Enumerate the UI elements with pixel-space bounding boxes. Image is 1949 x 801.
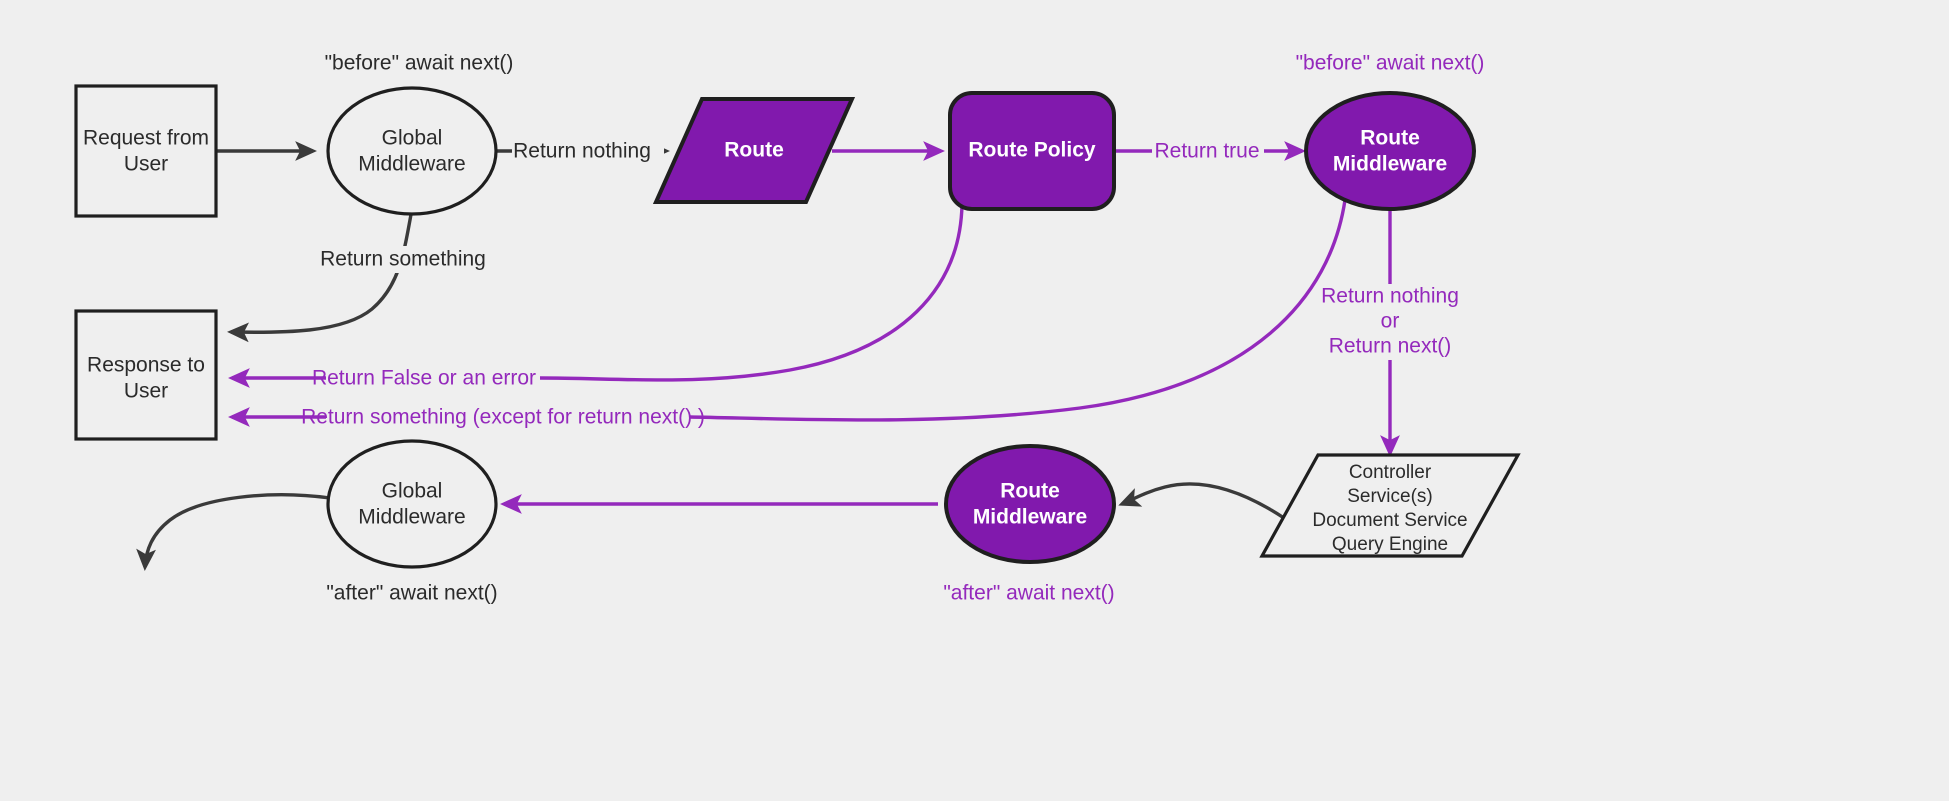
edge-label-return-false-or-error: Return False or an error bbox=[312, 367, 536, 390]
edge-label-return-nothing-or-next-line3: Return next() bbox=[1329, 335, 1452, 358]
label-bg-return-false-or-error bbox=[326, 365, 532, 393]
node-global-middleware-bottom[interactable] bbox=[326, 439, 498, 569]
edge-controller-to-route-middleware-bottom bbox=[1118, 482, 1285, 520]
node-response-to-user[interactable] bbox=[74, 309, 218, 441]
node-global-middleware-top-line2: Middleware bbox=[358, 153, 465, 176]
node-route-label: Route bbox=[724, 139, 784, 162]
node-global-middleware-top[interactable] bbox=[326, 86, 498, 216]
edge-label-return-nothing-or-next-line2: or bbox=[1381, 310, 1400, 333]
node-controller-line2: Service(s) bbox=[1347, 486, 1433, 507]
node-route-middleware-top-line2: Middleware bbox=[1333, 153, 1447, 176]
node-response-to-user-line1: Response to bbox=[87, 354, 205, 377]
annotation-after-await-next-bottom-left: "after" await next() bbox=[326, 582, 497, 605]
edge-label-return-something: Return something bbox=[320, 248, 486, 271]
label-bg-return-true bbox=[1152, 138, 1264, 165]
edge-label-return-true: Return true bbox=[1154, 140, 1259, 163]
node-controller-line1: Controller bbox=[1349, 462, 1432, 483]
node-request-from-user[interactable] bbox=[74, 84, 218, 218]
node-request-from-user-line1: Request from bbox=[83, 127, 209, 150]
node-route-policy[interactable] bbox=[948, 91, 1116, 211]
label-bg-return-something-except bbox=[326, 404, 684, 432]
node-global-middleware-bottom-line1: Global bbox=[382, 480, 443, 503]
edge-global-middleware-bottom-to-response bbox=[136, 493, 331, 571]
edge-label-return-nothing-or-next-line1: Return nothing bbox=[1321, 285, 1459, 308]
node-global-middleware-bottom-line2: Middleware bbox=[358, 506, 465, 529]
node-route-middleware-top-line1: Route bbox=[1360, 127, 1420, 150]
node-route[interactable] bbox=[652, 97, 856, 204]
label-bg-return-nothing bbox=[512, 138, 664, 165]
node-controller-service[interactable] bbox=[1259, 453, 1521, 558]
node-controller-line3: Document Service bbox=[1312, 510, 1467, 531]
annotation-before-await-next-top-right: "before" await next() bbox=[1296, 52, 1485, 75]
node-route-middleware-bottom-line2: Middleware bbox=[973, 506, 1087, 529]
node-route-policy-label: Route Policy bbox=[968, 139, 1096, 162]
node-route-middleware-top[interactable] bbox=[1304, 91, 1476, 211]
edge-label-return-nothing: Return nothing bbox=[513, 140, 651, 163]
node-global-middleware-top-line1: Global bbox=[382, 127, 443, 150]
node-request-from-user-line2: User bbox=[124, 153, 168, 176]
node-controller-line4: Query Engine bbox=[1332, 534, 1448, 555]
edge-route-middleware-return-something bbox=[689, 199, 1347, 422]
edge-route-policy-return-false bbox=[539, 204, 964, 382]
label-bg-return-something bbox=[326, 246, 486, 273]
annotation-before-await-next-top-left: "before" await next() bbox=[325, 52, 514, 75]
node-route-middleware-bottom-line1: Route bbox=[1000, 480, 1060, 503]
edge-label-return-something-except: Return something (except for return next… bbox=[301, 406, 705, 429]
annotation-after-await-next-bottom-right: "after" await next() bbox=[943, 582, 1114, 605]
node-response-to-user-line2: User bbox=[124, 380, 168, 403]
label-bg-return-nothing-or-next bbox=[1318, 284, 1464, 360]
node-route-middleware-bottom[interactable] bbox=[944, 444, 1116, 564]
